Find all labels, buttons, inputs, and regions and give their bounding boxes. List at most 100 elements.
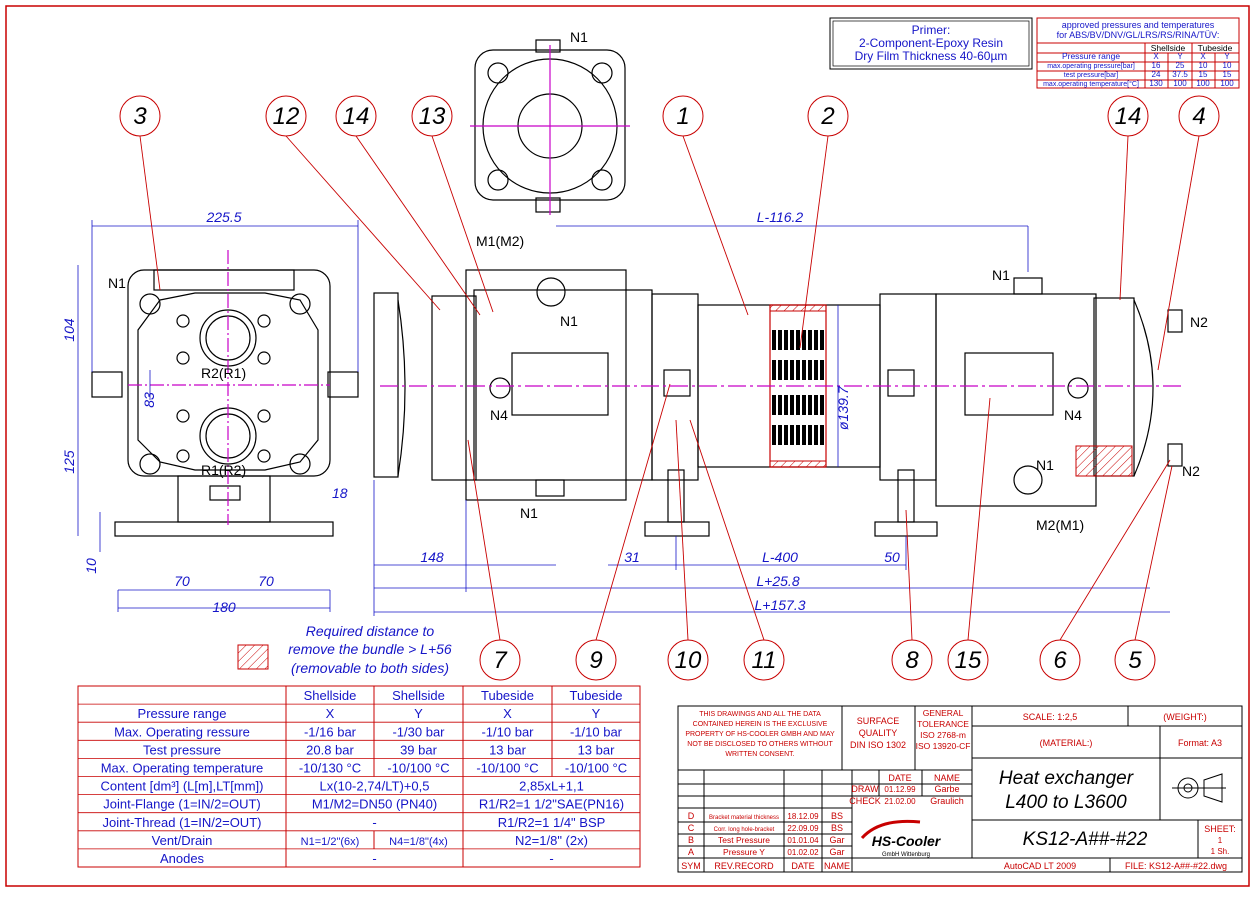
leader-line: [139, 135, 161, 291]
spec-row-label: Anodes: [160, 851, 205, 866]
part-number: 8: [905, 647, 919, 674]
part-bubble: [1039, 639, 1081, 681]
tube-fin: [814, 330, 818, 350]
general-tolerance: ISO 13920-CF: [916, 741, 971, 751]
tube-fin: [796, 425, 800, 445]
name-header: NAME: [934, 773, 960, 783]
removal-line3: (removable to both sides): [291, 660, 449, 676]
dim-104: 104: [61, 318, 77, 342]
tube-fin: [808, 330, 812, 350]
tube-fin: [796, 330, 800, 350]
leader-line: [1134, 465, 1173, 641]
approved-cell: 10: [1199, 61, 1208, 70]
dim-31: 31: [624, 549, 640, 565]
dim-l-116: L-116.2: [757, 209, 804, 225]
primer-box: Primer: 2-Component-Epoxy Resin Dry Film…: [829, 17, 1033, 70]
dim-225: 225.5: [205, 209, 241, 225]
tube-fin: [802, 360, 806, 380]
spec-cell: -10/100 °C: [565, 761, 627, 776]
approved-row-label: max.operating pressure[bar]: [1047, 63, 1135, 70]
dim-l-400: L-400: [762, 549, 798, 565]
spec-cell: -1/16 bar: [304, 724, 357, 739]
sym-header: SYM: [681, 861, 701, 871]
tube-fin: [802, 395, 806, 415]
dim-50: 50: [884, 549, 900, 565]
revision-date: 01.02.02: [787, 848, 819, 857]
top-flange-view: [470, 39, 630, 215]
tube-fin: [796, 360, 800, 380]
draw-name: Garbe: [934, 784, 959, 794]
spec-row-label: Max. Operating ressure: [114, 724, 250, 739]
leader-line: [799, 135, 829, 349]
sheet-value: 1: [1218, 836, 1223, 845]
approved-tubeside: Tubeside: [1198, 43, 1233, 53]
revision-record: Bracket material thickness: [709, 815, 779, 821]
copyright-notice: WRITTEN CONSENT.: [725, 751, 794, 758]
part-bubble: [411, 95, 453, 137]
primer-line2: 2-Component-Epoxy Resin: [859, 36, 1003, 50]
approved-title2: for ABS/BV/DNV/GL/LRS/RS/RINA/TÜV:: [1057, 30, 1220, 40]
end-view: [91, 250, 359, 537]
tube-fin: [772, 360, 776, 380]
flange-section: [1075, 445, 1133, 477]
rname-header: NAME: [824, 861, 850, 871]
revision-name: BS: [831, 811, 843, 821]
dim-70-left: 70: [174, 573, 190, 589]
spec-cell: 13 bar: [489, 742, 527, 757]
sheet-count: 1 Sh.: [1211, 847, 1230, 856]
part-number: 10: [675, 647, 702, 674]
approved-title1: approved pressures and temperatures: [1062, 20, 1215, 30]
copyright-notice: CONTAINED HEREIN IS THE EXCLUSIVE: [693, 721, 828, 728]
spec-header: Tubeside: [481, 688, 534, 703]
approved-cell: X: [1200, 52, 1206, 61]
approved-cell: 100: [1220, 79, 1234, 88]
leader-line: [682, 135, 749, 316]
part-bubble: [479, 639, 521, 681]
label-n2-bottom: N2: [1182, 463, 1200, 479]
spec-cell: 20.8 bar: [306, 742, 354, 757]
revision-name: Gar: [829, 847, 844, 857]
drawing-title-line1: Heat exchanger: [999, 768, 1134, 789]
leader-line: [595, 383, 671, 641]
part-bubble: [119, 95, 161, 137]
spec-row-label: Content [dm³] (L[m],LT[mm]): [100, 779, 263, 794]
tube-fin: [772, 330, 776, 350]
logo-text: HS-Cooler: [872, 833, 942, 849]
leader-line: [355, 135, 481, 316]
part-number: 3: [133, 103, 147, 130]
label-n4-left: N4: [490, 407, 508, 423]
check-date: 21.02.00: [884, 797, 916, 806]
leader-line: [1059, 459, 1171, 641]
surface-quality: QUALITY: [859, 728, 898, 738]
approved-shellside: Shellside: [1151, 43, 1186, 53]
leader-line: [689, 419, 765, 641]
revision-date: 22.09.09: [787, 824, 819, 833]
tube-fin: [820, 425, 824, 445]
dim-70-right: 70: [258, 573, 274, 589]
approved-row-label: test pressure[bar]: [1064, 72, 1119, 79]
spec-header: Tubeside: [570, 688, 623, 703]
tube-fin: [778, 425, 782, 445]
label-r2r1: R2(R1): [201, 365, 246, 381]
revision-symbol: D: [688, 811, 695, 821]
revision-symbol: B: [688, 835, 694, 845]
part-number: 7: [493, 647, 508, 674]
spec-cell: Y: [414, 706, 423, 721]
part-bubble: [1114, 639, 1156, 681]
spec-row-label: Test pressure: [143, 742, 221, 757]
spec-cell: -1/30 bar: [392, 724, 445, 739]
dim-83: 83: [141, 392, 157, 408]
approved-cell: 15: [1223, 70, 1232, 79]
tube-fin: [790, 395, 794, 415]
format-value: Format: A3: [1178, 738, 1222, 748]
scale-value: SCALE: 1:2,5: [1023, 712, 1078, 722]
tube-fin: [790, 425, 794, 445]
spec-cell: R1/R2=1 1/4" BSP: [498, 815, 606, 830]
file-name: FILE: KS12-A##-#22.dwg: [1125, 861, 1227, 871]
part-bubble: [743, 639, 785, 681]
tube-fin: [802, 425, 806, 445]
spec-cell: X: [503, 706, 512, 721]
leader-line: [905, 509, 913, 641]
sheet-header: SHEET:: [1204, 824, 1236, 834]
